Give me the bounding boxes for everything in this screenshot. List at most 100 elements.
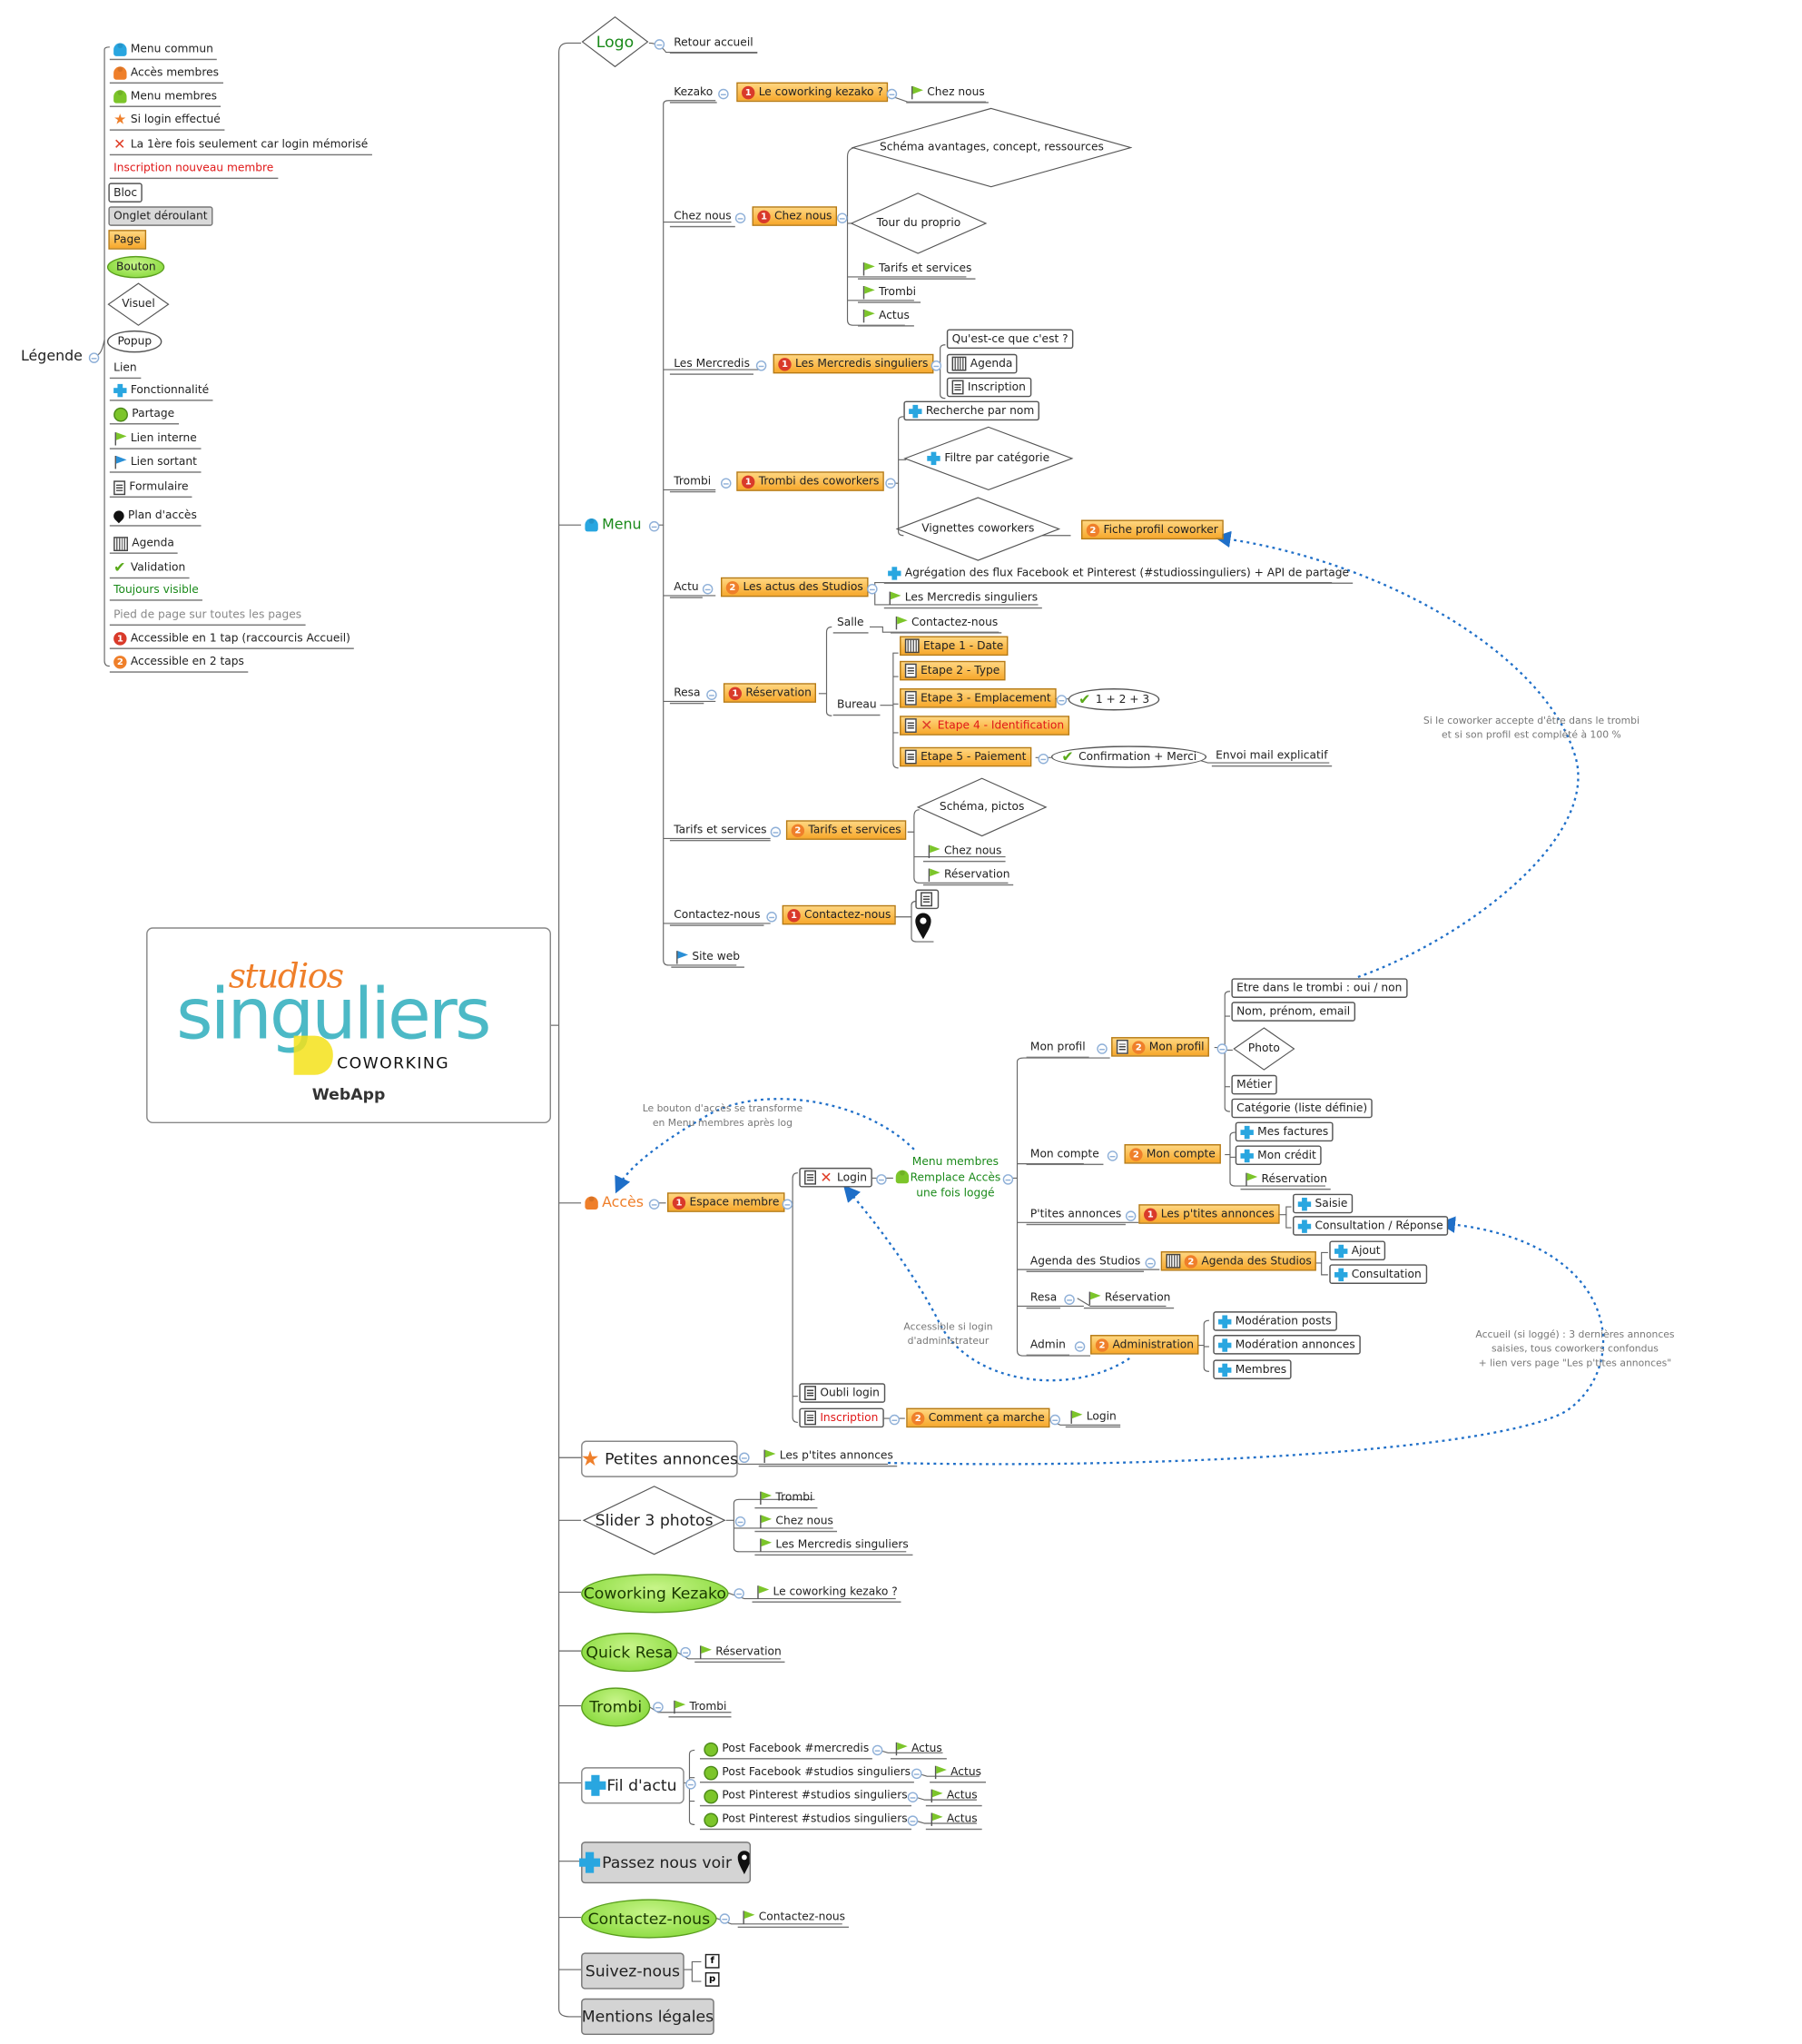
acces-ptites-annonces[interactable]: P'tites annonces	[1026, 1206, 1126, 1226]
link-ptites-annonces[interactable]: Les p'tites annonces	[758, 1447, 898, 1467]
form-login[interactable]: ✕Login	[799, 1167, 872, 1188]
collapse-toggle[interactable]	[685, 1779, 696, 1790]
button-passez-nous-voir[interactable]: Passez nous voir	[579, 1842, 752, 1884]
collapse-toggle[interactable]	[1216, 1043, 1228, 1054]
collapse-toggle[interactable]	[680, 1646, 691, 1658]
link-mercredis-singuliers[interactable]: Les Mercredis singuliers	[883, 589, 1042, 609]
feature-recherche-par-nom[interactable]: Recherche par nom	[903, 400, 1039, 421]
link-contactez-nous[interactable]: Contactez-nous	[737, 1909, 850, 1929]
link-tarifs-services[interactable]: Tarifs et services	[858, 260, 976, 280]
button-contactez-nous[interactable]: Contactez-nous	[581, 1899, 717, 1939]
bloc-suivez-nous[interactable]: Suivez-nous	[581, 1952, 684, 1990]
menu-chez-nous[interactable]: Chez nous	[669, 208, 735, 228]
page-etape-5[interactable]: Etape 5 - Paiement	[900, 746, 1032, 767]
collapse-toggle[interactable]	[653, 1702, 664, 1713]
collapse-toggle[interactable]	[734, 1588, 744, 1599]
bloc-saisie[interactable]: Saisie	[1293, 1193, 1354, 1214]
feature-agregation-flux[interactable]: Agrégation des flux Facebook et Pinteres…	[883, 564, 1354, 584]
link-actus[interactable]: Actus	[858, 307, 914, 327]
collapse-toggle[interactable]	[706, 689, 717, 700]
link-chez-nous[interactable]: Chez nous	[906, 84, 990, 104]
collapse-toggle[interactable]	[734, 212, 746, 223]
bloc-moderation-posts[interactable]: Modération posts	[1213, 1311, 1337, 1331]
link-reservation[interactable]: Réservation	[694, 1644, 786, 1664]
link-trombi[interactable]: Trombi	[668, 1698, 731, 1718]
menu-tarifs-services[interactable]: Tarifs et services	[669, 822, 771, 842]
menu-contactez-nous[interactable]: Contactez-nous	[669, 906, 764, 926]
acces-branch[interactable]: Accès	[585, 1194, 644, 1212]
page-etape-3[interactable]: Etape 3 - Emplacement	[900, 688, 1057, 708]
post-facebook-studios[interactable]: Post Facebook #studios singuliers	[699, 1763, 915, 1783]
collapse-toggle[interactable]	[885, 478, 896, 489]
page-etape-4[interactable]: ✕Etape 4 - Identification	[900, 716, 1069, 736]
button-coworking-kezako[interactable]: Coworking Kezako	[581, 1574, 729, 1614]
collapse-toggle[interactable]	[931, 360, 942, 371]
contact-form[interactable]	[915, 889, 940, 910]
link-actus[interactable]: Actus	[930, 1763, 986, 1783]
bloc-consultation[interactable]: Consultation	[1329, 1264, 1427, 1284]
link-mercredis-singuliers[interactable]: Les Mercredis singuliers	[754, 1536, 913, 1556]
collapse-toggle[interactable]	[871, 1744, 883, 1756]
collapse-toggle[interactable]	[719, 1913, 731, 1924]
bloc-ajout[interactable]: Ajout	[1329, 1240, 1386, 1261]
acces-mon-profil[interactable]: Mon profil	[1026, 1039, 1089, 1059]
retour-accueil-link[interactable]: Retour accueil	[669, 34, 757, 54]
bloc-membres[interactable]: Membres	[1213, 1359, 1292, 1379]
menu-kezako[interactable]: Kezako	[669, 84, 717, 104]
link-chez-nous[interactable]: Chez nous	[754, 1513, 838, 1533]
form-inscription[interactable]: Inscription	[946, 377, 1031, 398]
collapse-toggle[interactable]	[755, 360, 767, 371]
collapse-toggle[interactable]	[1064, 1294, 1075, 1305]
collapse-toggle[interactable]	[1049, 1414, 1060, 1426]
collapse-toggle[interactable]	[876, 1174, 887, 1185]
collapse-toggle[interactable]	[889, 1414, 901, 1426]
menu-les-mercredis[interactable]: Les Mercredis	[669, 355, 754, 375]
bloc-mentions-legales[interactable]: Mentions légales	[581, 1998, 714, 2036]
button-quick-resa[interactable]: Quick Resa	[581, 1633, 678, 1673]
acces-admin[interactable]: Admin	[1026, 1336, 1070, 1357]
collapse-toggle[interactable]	[907, 1815, 919, 1826]
menu-trombi[interactable]: Trombi	[669, 473, 715, 493]
collapse-toggle[interactable]	[886, 88, 898, 100]
collapse-toggle[interactable]	[1056, 695, 1068, 706]
visual-filtre-categorie[interactable]: Filtre par catégorie	[903, 426, 1074, 491]
collapse-toggle[interactable]	[1107, 1150, 1118, 1161]
acces-mon-compte[interactable]: Mon compte	[1026, 1145, 1104, 1166]
form-inscription[interactable]: Inscription	[799, 1407, 884, 1428]
collapse-toggle[interactable]	[702, 583, 714, 595]
acces-resa[interactable]: Resa	[1026, 1289, 1061, 1309]
post-facebook-mercredis[interactable]: Post Facebook #mercredis	[699, 1740, 873, 1760]
post-pinterest-studios[interactable]: Post Pinterest #studios singuliers	[699, 1811, 911, 1831]
collapse-toggle[interactable]	[718, 88, 729, 100]
post-pinterest-studios[interactable]: Post Pinterest #studios singuliers	[699, 1787, 911, 1807]
form-oubli-login[interactable]: Oubli login	[799, 1383, 885, 1403]
button-trombi[interactable]: Trombi	[581, 1687, 651, 1727]
link-actus[interactable]: Actus	[890, 1740, 947, 1760]
collapse-toggle[interactable]	[648, 520, 660, 532]
collapse-toggle[interactable]	[911, 1768, 922, 1780]
bloc-moderation-annonces[interactable]: Modération annonces	[1213, 1335, 1361, 1355]
collapse-toggle[interactable]	[1002, 1174, 1014, 1185]
link-reservation[interactable]: Réservation	[1240, 1170, 1332, 1190]
link-chez-nous[interactable]: Chez nous	[922, 843, 1006, 863]
menu-actu[interactable]: Actu	[669, 578, 703, 598]
bloc-fil-actu[interactable]: Fil d'actu	[581, 1767, 684, 1804]
collapse-toggle[interactable]	[1097, 1043, 1108, 1054]
bloc-consultation-reponse[interactable]: Consultation / Réponse	[1293, 1216, 1449, 1236]
collapse-toggle[interactable]	[1125, 1210, 1137, 1221]
link-reservation[interactable]: Réservation	[1083, 1289, 1175, 1309]
